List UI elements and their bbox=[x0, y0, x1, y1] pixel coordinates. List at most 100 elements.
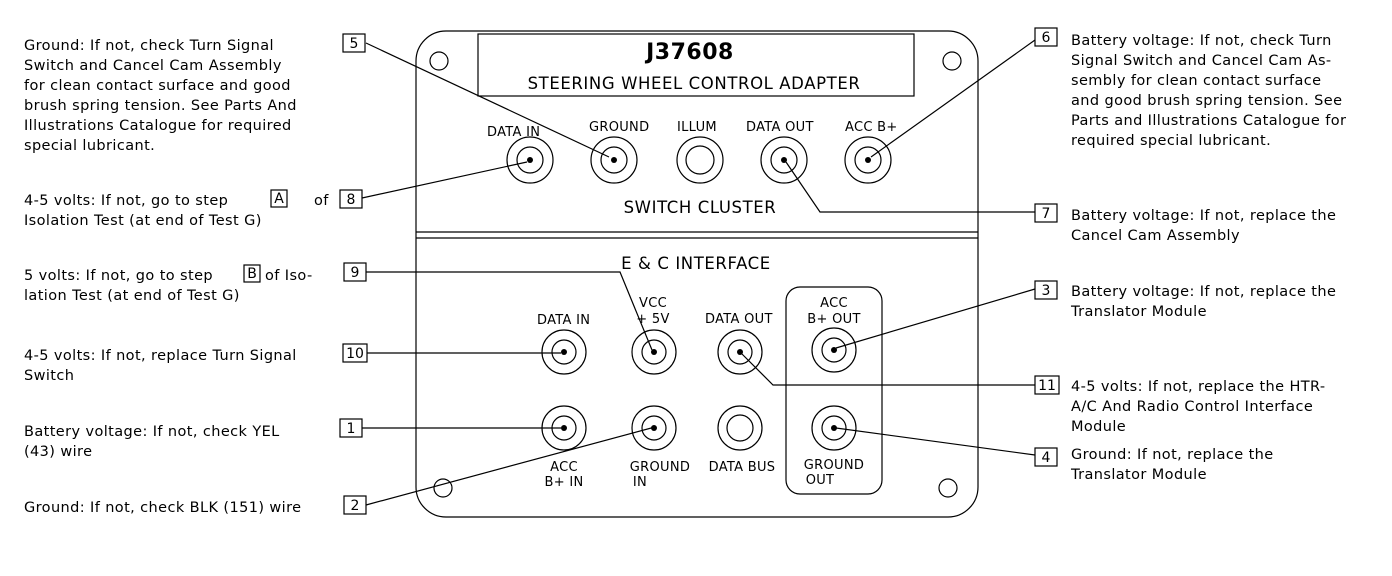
callout-9-box bbox=[343, 262, 367, 282]
note-8-line-1-post: of bbox=[314, 193, 329, 209]
label-ec-acc-in-2: B+ IN bbox=[544, 475, 583, 490]
leader-3 bbox=[835, 288, 1036, 349]
callout-4-box bbox=[1034, 447, 1058, 467]
label-ec-ground-out-1: GROUND bbox=[804, 458, 864, 473]
leader-4 bbox=[835, 427, 1036, 456]
leader-7 bbox=[785, 161, 1035, 213]
label-ec-ground-in-2: IN bbox=[633, 475, 647, 490]
callout-5-box bbox=[342, 33, 366, 53]
note-1-line-1: Battery voltage: If not, check YEL bbox=[24, 424, 280, 440]
leader-2 bbox=[365, 426, 656, 506]
note-8-line-1-pre: 4-5 volts: If not, go to step bbox=[24, 193, 228, 209]
note-3-line-2: Translator Module bbox=[1070, 304, 1207, 320]
callout-10-box bbox=[342, 343, 368, 363]
mounting-hole-bottom-left bbox=[433, 478, 453, 498]
jack-ec-data-in[interactable] bbox=[541, 329, 587, 375]
leader-11 bbox=[740, 352, 1035, 386]
label-sc-ground: GROUND bbox=[589, 120, 649, 135]
label-ec-ground-in-1: GROUND bbox=[630, 460, 690, 475]
label-ec-vcc-2: + 5V bbox=[636, 312, 669, 327]
callout-2-number: 2 bbox=[351, 498, 360, 514]
label-ec-vcc-1: VCC bbox=[639, 296, 667, 311]
callout-3-box bbox=[1034, 280, 1058, 300]
note-9-line-1-post: of Iso- bbox=[265, 268, 313, 284]
panel-model-title: J37608 bbox=[644, 40, 734, 65]
ec-interface-label: E & C INTERFACE bbox=[621, 254, 771, 273]
callout-3-number: 3 bbox=[1042, 283, 1051, 299]
label-sc-illum: ILLUM bbox=[677, 120, 717, 135]
label-sc-data-out: DATA OUT bbox=[746, 120, 814, 135]
jack-sc-acc-b[interactable] bbox=[844, 136, 892, 184]
note-6-line-5: Parts and Illustrations Catalogue for bbox=[1071, 113, 1346, 129]
note-11-line-2: A/C And Radio Control Interface bbox=[1071, 399, 1313, 415]
mounting-hole-top-left bbox=[429, 51, 449, 71]
note-4-line-1: Ground: If not, replace the bbox=[1071, 447, 1274, 463]
callout-4-number: 4 bbox=[1042, 450, 1051, 466]
label-ec-data-out: DATA OUT bbox=[705, 312, 773, 327]
leader-6 bbox=[870, 39, 1036, 158]
callout-11-box bbox=[1034, 375, 1060, 395]
note-8-step-letter: A bbox=[274, 191, 284, 207]
note-11-line-1: 4-5 volts: If not, replace the HTR- bbox=[1071, 379, 1326, 395]
jack-sc-illum[interactable] bbox=[676, 136, 724, 184]
mounting-hole-bottom-right bbox=[938, 478, 958, 498]
adapter-panel-outline bbox=[415, 30, 979, 518]
jack-sc-ground[interactable] bbox=[590, 136, 638, 184]
title-plate bbox=[477, 33, 915, 97]
note-4-line-2: Translator Module bbox=[1070, 467, 1207, 483]
jack-sc-data-out[interactable] bbox=[760, 136, 808, 184]
note-6-line-1: Battery voltage: If not, check Turn bbox=[1071, 33, 1332, 49]
note-7-line-2: Cancel Cam Assembly bbox=[1071, 228, 1240, 244]
note-11-line-3: Module bbox=[1071, 419, 1126, 435]
note-6-line-6: required special lubricant. bbox=[1071, 133, 1271, 149]
leader-9 bbox=[366, 271, 653, 351]
label-ec-data-in: DATA IN bbox=[537, 313, 590, 328]
callout-1-number: 1 bbox=[347, 421, 356, 437]
callout-8-box bbox=[339, 189, 363, 209]
note-9-step-box bbox=[243, 264, 261, 283]
label-ec-acc-out-2: B+ OUT bbox=[807, 312, 860, 327]
callout-7-box bbox=[1034, 203, 1058, 223]
callout-7-number: 7 bbox=[1042, 206, 1051, 222]
jack-sc-data-in[interactable] bbox=[506, 136, 554, 184]
label-ec-ground-out-2: OUT bbox=[806, 473, 835, 488]
note-3-line-1: Battery voltage: If not, replace the bbox=[1071, 284, 1336, 300]
jack-ec-data-bus[interactable] bbox=[717, 405, 763, 451]
callout-5-number: 5 bbox=[350, 36, 359, 52]
note-5-line-6: special lubricant. bbox=[24, 138, 155, 154]
note-5-line-5: Illustrations Catalogue for required bbox=[24, 118, 292, 134]
callout-8-number: 8 bbox=[347, 192, 356, 208]
note-7-line-1: Battery voltage: If not, replace the bbox=[1071, 208, 1336, 224]
note-9-step-letter: B bbox=[247, 266, 257, 282]
label-ec-acc-out-1: ACC bbox=[820, 296, 848, 311]
note-10-line-2: Switch bbox=[24, 368, 74, 384]
note-5-line-3: for clean contact surface and good bbox=[24, 78, 291, 94]
callout-6-box bbox=[1034, 27, 1058, 47]
panel-name-subtitle: STEERING WHEEL CONTROL ADAPTER bbox=[528, 74, 861, 93]
jack-ec-vcc[interactable] bbox=[631, 329, 677, 375]
callout-10-number: 10 bbox=[346, 346, 364, 362]
callout-9-number: 9 bbox=[351, 265, 360, 281]
jack-ec-ground-out[interactable] bbox=[811, 405, 857, 451]
note-6-line-2: Signal Switch and Cancel Cam As- bbox=[1071, 53, 1332, 69]
note-6-line-3: sembly for clean contact surface bbox=[1071, 73, 1321, 89]
jack-ec-acc-b-out[interactable] bbox=[811, 327, 857, 373]
note-2-line-1: Ground: If not, check BLK (151) wire bbox=[24, 500, 301, 516]
note-10-line-1: 4-5 volts: If not, replace Turn Signal bbox=[24, 348, 297, 364]
callout-11-number: 11 bbox=[1038, 378, 1056, 394]
note-9-line-1-pre: 5 volts: If not, go to step bbox=[24, 268, 213, 284]
note-5-line-4: brush spring tension. See Parts And bbox=[24, 98, 297, 114]
callout-2-box bbox=[343, 495, 367, 515]
label-ec-acc-in-1: ACC bbox=[550, 460, 578, 475]
jack-ec-ground-in[interactable] bbox=[631, 405, 677, 451]
note-5-line-2: Switch and Cancel Cam Assembly bbox=[24, 58, 282, 74]
switch-cluster-label: SWITCH CLUSTER bbox=[624, 198, 777, 217]
callout-1-box bbox=[339, 418, 363, 438]
note-8-line-2: Isolation Test (at end of Test G) bbox=[24, 213, 262, 229]
leader-8 bbox=[361, 161, 528, 199]
mounting-hole-top-right bbox=[942, 51, 962, 71]
label-sc-acc-b: ACC B+ bbox=[845, 120, 898, 135]
jack-ec-data-out[interactable] bbox=[717, 329, 763, 375]
label-sc-data-in: DATA IN bbox=[487, 125, 540, 140]
